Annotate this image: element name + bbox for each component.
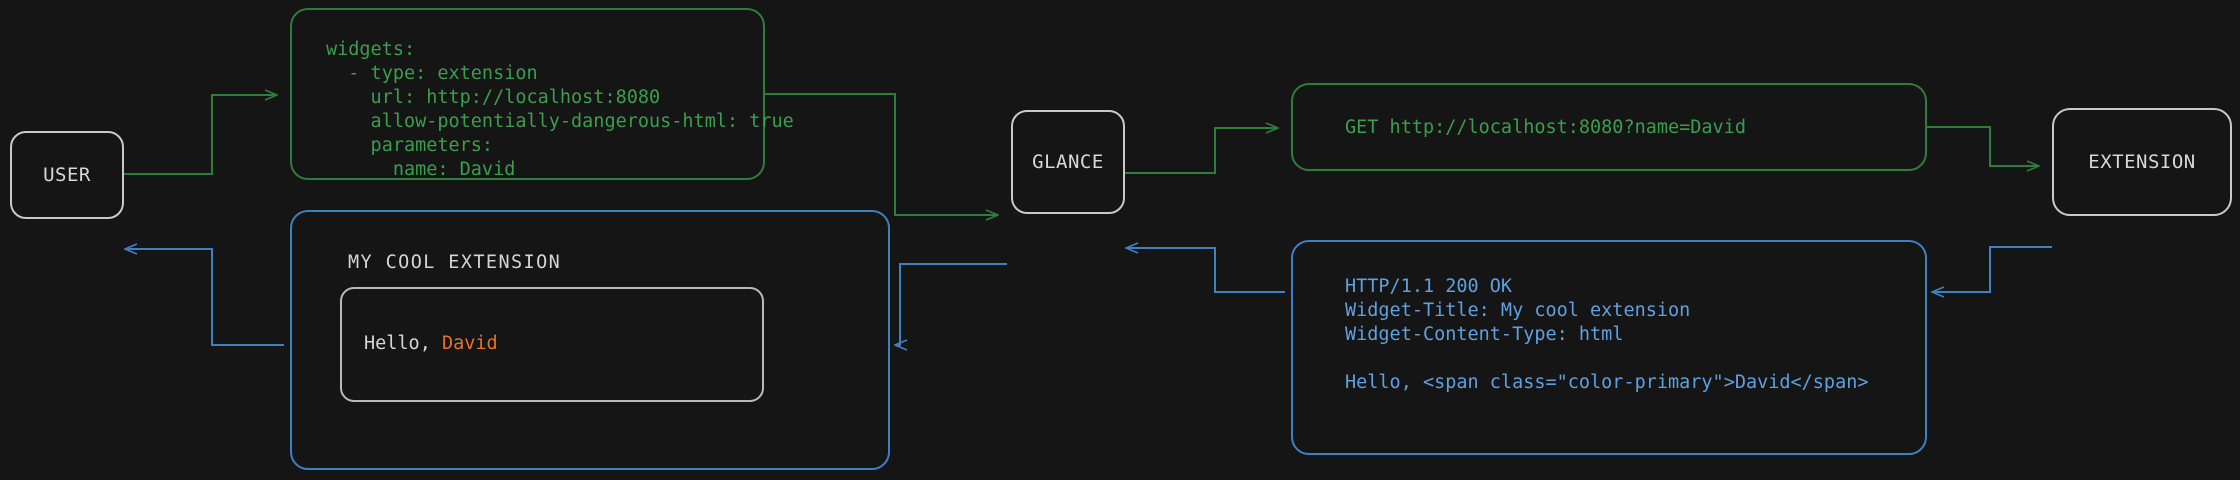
panel-yaml-config: widgets: - type: extension url: http://l…	[290, 8, 794, 180]
node-glance-label: GLANCE	[1032, 151, 1104, 173]
arrow-glance-to-request	[1123, 128, 1277, 174]
http-request-text: GET http://localhost:8080?name=David	[1345, 117, 1746, 138]
arrow-widget-to-user	[126, 249, 284, 346]
yaml-config-text: widgets: - type: extension url: http://l…	[326, 39, 794, 180]
node-extension[interactable]: EXTENSION	[2052, 108, 2232, 216]
node-user-label: USER	[43, 164, 91, 186]
node-extension-label: EXTENSION	[2088, 151, 2196, 173]
widget-body-prefix: Hello,	[364, 333, 442, 354]
arrow-glance-to-widget	[896, 263, 1007, 345]
widget-title: MY COOL EXTENSION	[348, 252, 562, 273]
panel-rendered-widget: MY COOL EXTENSION Hello, David	[290, 210, 890, 470]
widget-body-accent: David	[441, 333, 498, 354]
widget-body: Hello, David	[364, 333, 498, 354]
panel-http-response: HTTP/1.1 200 OK Widget-Title: My cool ex…	[1291, 240, 1927, 455]
widget-content-box: Hello, David	[340, 287, 764, 402]
http-response-text: HTTP/1.1 200 OK Widget-Title: My cool ex…	[1345, 276, 1869, 393]
arrow-request-to-extension	[1927, 126, 2038, 166]
node-user[interactable]: USER	[10, 131, 124, 219]
arrow-response-to-glance	[1127, 248, 1285, 293]
node-glance[interactable]: GLANCE	[1011, 110, 1125, 214]
panel-http-request: GET http://localhost:8080?name=David	[1291, 83, 1927, 171]
arrow-user-to-config	[122, 95, 276, 175]
arrow-extension-to-response	[1933, 246, 2052, 292]
arrow-config-to-glance	[765, 93, 997, 215]
